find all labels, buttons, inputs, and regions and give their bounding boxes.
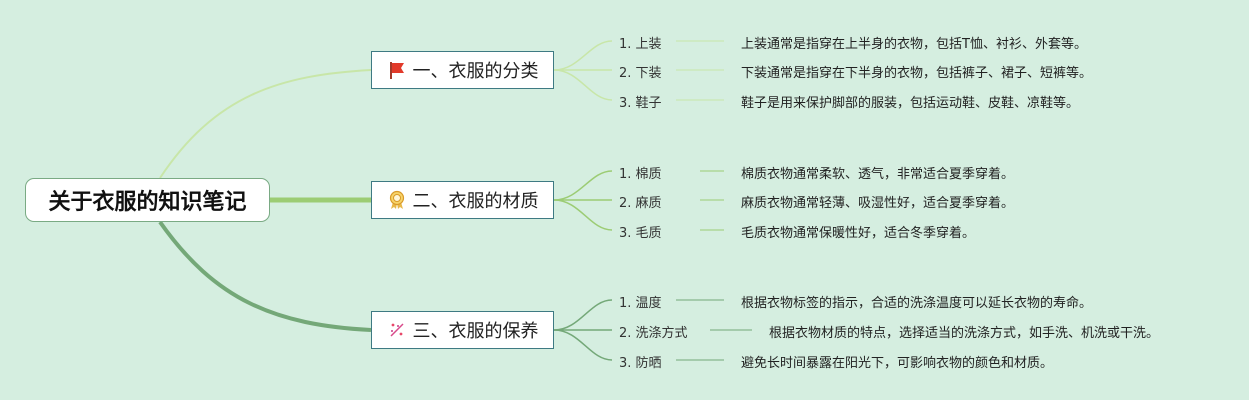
award-medal-icon [387,190,407,210]
branch-1-label: 一、衣服的分类 [412,61,539,82]
sparkle-icon [387,320,407,340]
item-3-2-description: 根据衣物材质的特点，选择适当的洗涤方式，如手洗、机洗或干洗。 [769,326,1160,341]
item-3-3-description: 避免长时间暴露在阳光下，可影响衣物的颜色和材质。 [741,356,1054,371]
branch-3-label: 三、衣服的保养 [412,321,539,342]
branch-3-to-item-1-line [553,299,613,331]
root-node[interactable]: 关于衣服的知识笔记 [25,178,270,222]
branch-node-material[interactable]: 二、衣服的材质 [371,181,554,219]
item-3-3-label[interactable]: 3. 防晒 [619,356,662,371]
item-3-1-label[interactable]: 1. 温度 [619,296,662,311]
branch-node-care[interactable]: 三、衣服的保养 [371,311,554,349]
item-1-1-description: 上装通常是指穿在上半身的衣物，包括T恤、衬衫、外套等。 [741,37,1087,52]
item-2-2-label[interactable]: 2. 麻质 [619,196,662,211]
item-1-2-label[interactable]: 2. 下装 [619,66,662,81]
item-1-3-label[interactable]: 3. 鞋子 [619,96,662,111]
root-title: 关于衣服的知识笔记 [48,190,247,215]
item-2-2-description: 麻质衣物通常轻薄、吸湿性好，适合夏季穿着。 [741,196,1015,211]
branch-1-to-item-1-line [553,40,613,71]
branch-2-label: 二、衣服的材质 [412,191,539,212]
item-2-1-description: 棉质衣物通常柔软、透气，非常适合夏季穿着。 [741,167,1015,182]
item-2-1-label[interactable]: 1. 棉质 [619,167,662,182]
item-2-3-description: 毛质衣物通常保暖性好，适合冬季穿着。 [741,226,976,241]
branch-node-classification[interactable]: 一、衣服的分类 [371,51,554,89]
item-3-2-label[interactable]: 2. 洗涤方式 [619,326,688,341]
item-1-3-description: 鞋子是用来保护脚部的服装，包括运动鞋、皮鞋、凉鞋等。 [741,96,1080,111]
item-3-1-description: 根据衣物标签的指示，合适的洗涤温度可以延长衣物的寿命。 [741,296,1093,311]
item-1-1-label[interactable]: 1. 上装 [619,37,662,52]
item-2-3-label[interactable]: 3. 毛质 [619,226,662,241]
root-to-branch-3-line [158,220,372,332]
branch-3-to-item-3-line [553,329,613,361]
branch-1-to-item-3-line [553,69,613,101]
root-to-branch-1-line [159,69,372,179]
red-flag-icon [387,60,407,80]
item-1-2-description: 下装通常是指穿在下半身的衣物，包括裤子、裙子、短裤等。 [741,66,1093,81]
branch-2-to-item-1-line [553,170,613,201]
branch-2-to-item-3-line [553,199,613,231]
